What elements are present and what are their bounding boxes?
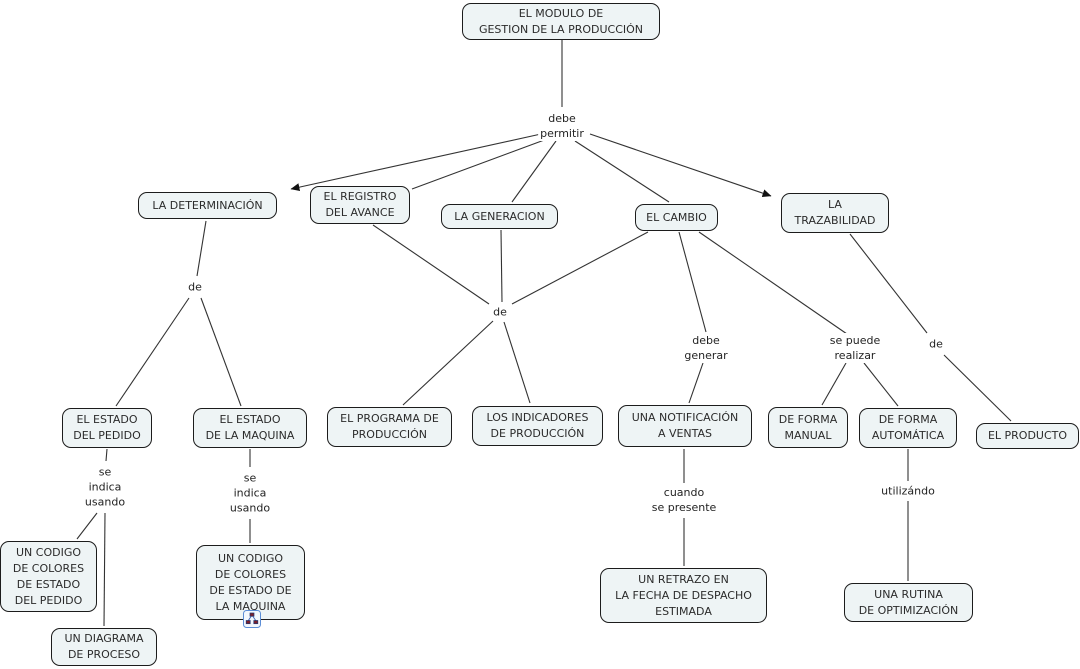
- concept-codigo-colores-estado-pedido[interactable]: UN CODIGO DE COLORES DE ESTADO DEL PEDID…: [0, 541, 97, 612]
- concept-label: EL REGISTRO DEL AVANCE: [323, 190, 397, 219]
- concept-label: LA GENERACION: [454, 209, 545, 223]
- concept-la-determinacion[interactable]: LA DETERMINACIÓN: [138, 192, 277, 219]
- linking-phrase-se-indica-usando-2[interactable]: se indica usando: [227, 470, 273, 516]
- concept-label: UNA NOTIFICACIÓN A VENTAS: [631, 411, 739, 440]
- concept-label: EL CAMBIO: [646, 210, 707, 224]
- linking-phrase-utilizando[interactable]: utilizándo: [879, 483, 937, 499]
- linking-phrase-se-puede-realizar[interactable]: se puede realizar: [827, 333, 883, 363]
- linking-phrase-debe-generar[interactable]: debe generar: [682, 333, 730, 363]
- concept-el-cambio[interactable]: EL CAMBIO: [635, 204, 718, 231]
- concept-codigo-colores-estado-maquina[interactable]: UN CODIGO DE COLORES DE ESTADO DE LA MAQ…: [196, 545, 305, 620]
- linking-phrase-se-indica-usando-1[interactable]: se indica usando: [82, 464, 128, 510]
- linking-phrase-cuando-se-presente[interactable]: cuando se presente: [649, 485, 719, 515]
- concept-el-registro-del-avance[interactable]: EL REGISTRO DEL AVANCE: [310, 186, 410, 224]
- concept-label: UN RETRAZO EN LA FECHA DE DESPACHO ESTIM…: [615, 572, 752, 618]
- concept-una-notificacion-a-ventas[interactable]: UNA NOTIFICACIÓN A VENTAS: [618, 405, 752, 447]
- concept-el-programa-de-produccion[interactable]: EL PROGRAMA DE PRODUCCIÓN: [327, 407, 452, 447]
- concept-label: LOS INDICADORES DE PRODUCCIÓN: [486, 411, 589, 440]
- concept-label: LA DETERMINACIÓN: [152, 198, 263, 212]
- linking-phrase-debe-permitir[interactable]: debe permitir: [538, 111, 586, 141]
- concept-label: EL ESTADO DEL PEDIDO: [73, 413, 141, 442]
- linking-phrase-de-3[interactable]: de: [927, 336, 945, 352]
- concept-de-forma-manual[interactable]: DE FORMA MANUAL: [768, 407, 848, 448]
- concept-de-forma-automatica[interactable]: DE FORMA AUTOMÁTICA: [859, 408, 957, 448]
- concept-label: UN DIAGRAMA DE PROCESO: [64, 632, 144, 661]
- concept-label: EL PROGRAMA DE PRODUCCIÓN: [340, 412, 439, 441]
- concept-label: UNA RUTINA DE OPTIMIZACIÓN: [858, 587, 959, 617]
- concept-label: DE FORMA AUTOMÁTICA: [871, 413, 945, 442]
- concept-modulo-gestion-produccion[interactable]: EL MODULO DE GESTION DE LA PRODUCCIÓN: [462, 3, 660, 40]
- concept-la-trazabilidad[interactable]: LA TRAZABILIDAD: [781, 193, 889, 233]
- concept-los-indicadores-de-produccion[interactable]: LOS INDICADORES DE PRODUCCIÓN: [472, 406, 603, 446]
- concept-label: UN CODIGO DE COLORES DE ESTADO DEL PEDID…: [12, 545, 85, 607]
- concept-label: EL PRODUCTO: [987, 429, 1068, 442]
- concept-el-estado-de-la-maquina[interactable]: EL ESTADO DE LA MAQUINA: [193, 408, 307, 448]
- linked-resource-icon[interactable]: [243, 610, 261, 628]
- linking-phrase-de-1[interactable]: de: [186, 279, 204, 295]
- concept-label: LA TRAZABILIDAD: [794, 198, 876, 227]
- linking-phrase-de-2[interactable]: de: [491, 304, 509, 320]
- concept-label: EL ESTADO DE LA MAQUINA: [205, 413, 295, 442]
- concept-una-rutina-de-optimizacion[interactable]: UNA RUTINA DE OPTIMIZACIÓN: [844, 583, 973, 622]
- concept-el-estado-del-pedido[interactable]: EL ESTADO DEL PEDIDO: [62, 408, 152, 448]
- concept-el-producto[interactable]: EL PRODUCTO: [976, 423, 1079, 449]
- concept-un-diagrama-de-proceso[interactable]: UN DIAGRAMA DE PROCESO: [51, 628, 157, 666]
- concept-la-generacion[interactable]: LA GENERACION: [441, 204, 558, 229]
- concept-label: UN CODIGO DE COLORES DE ESTADO DE LA MAQ…: [209, 551, 292, 613]
- concept-label: EL MODULO DE GESTION DE LA PRODUCCIÓN: [478, 6, 644, 36]
- concept-label: DE FORMA MANUAL: [778, 412, 838, 442]
- concept-un-retrazo-fecha-despacho[interactable]: UN RETRAZO EN LA FECHA DE DESPACHO ESTIM…: [600, 568, 767, 623]
